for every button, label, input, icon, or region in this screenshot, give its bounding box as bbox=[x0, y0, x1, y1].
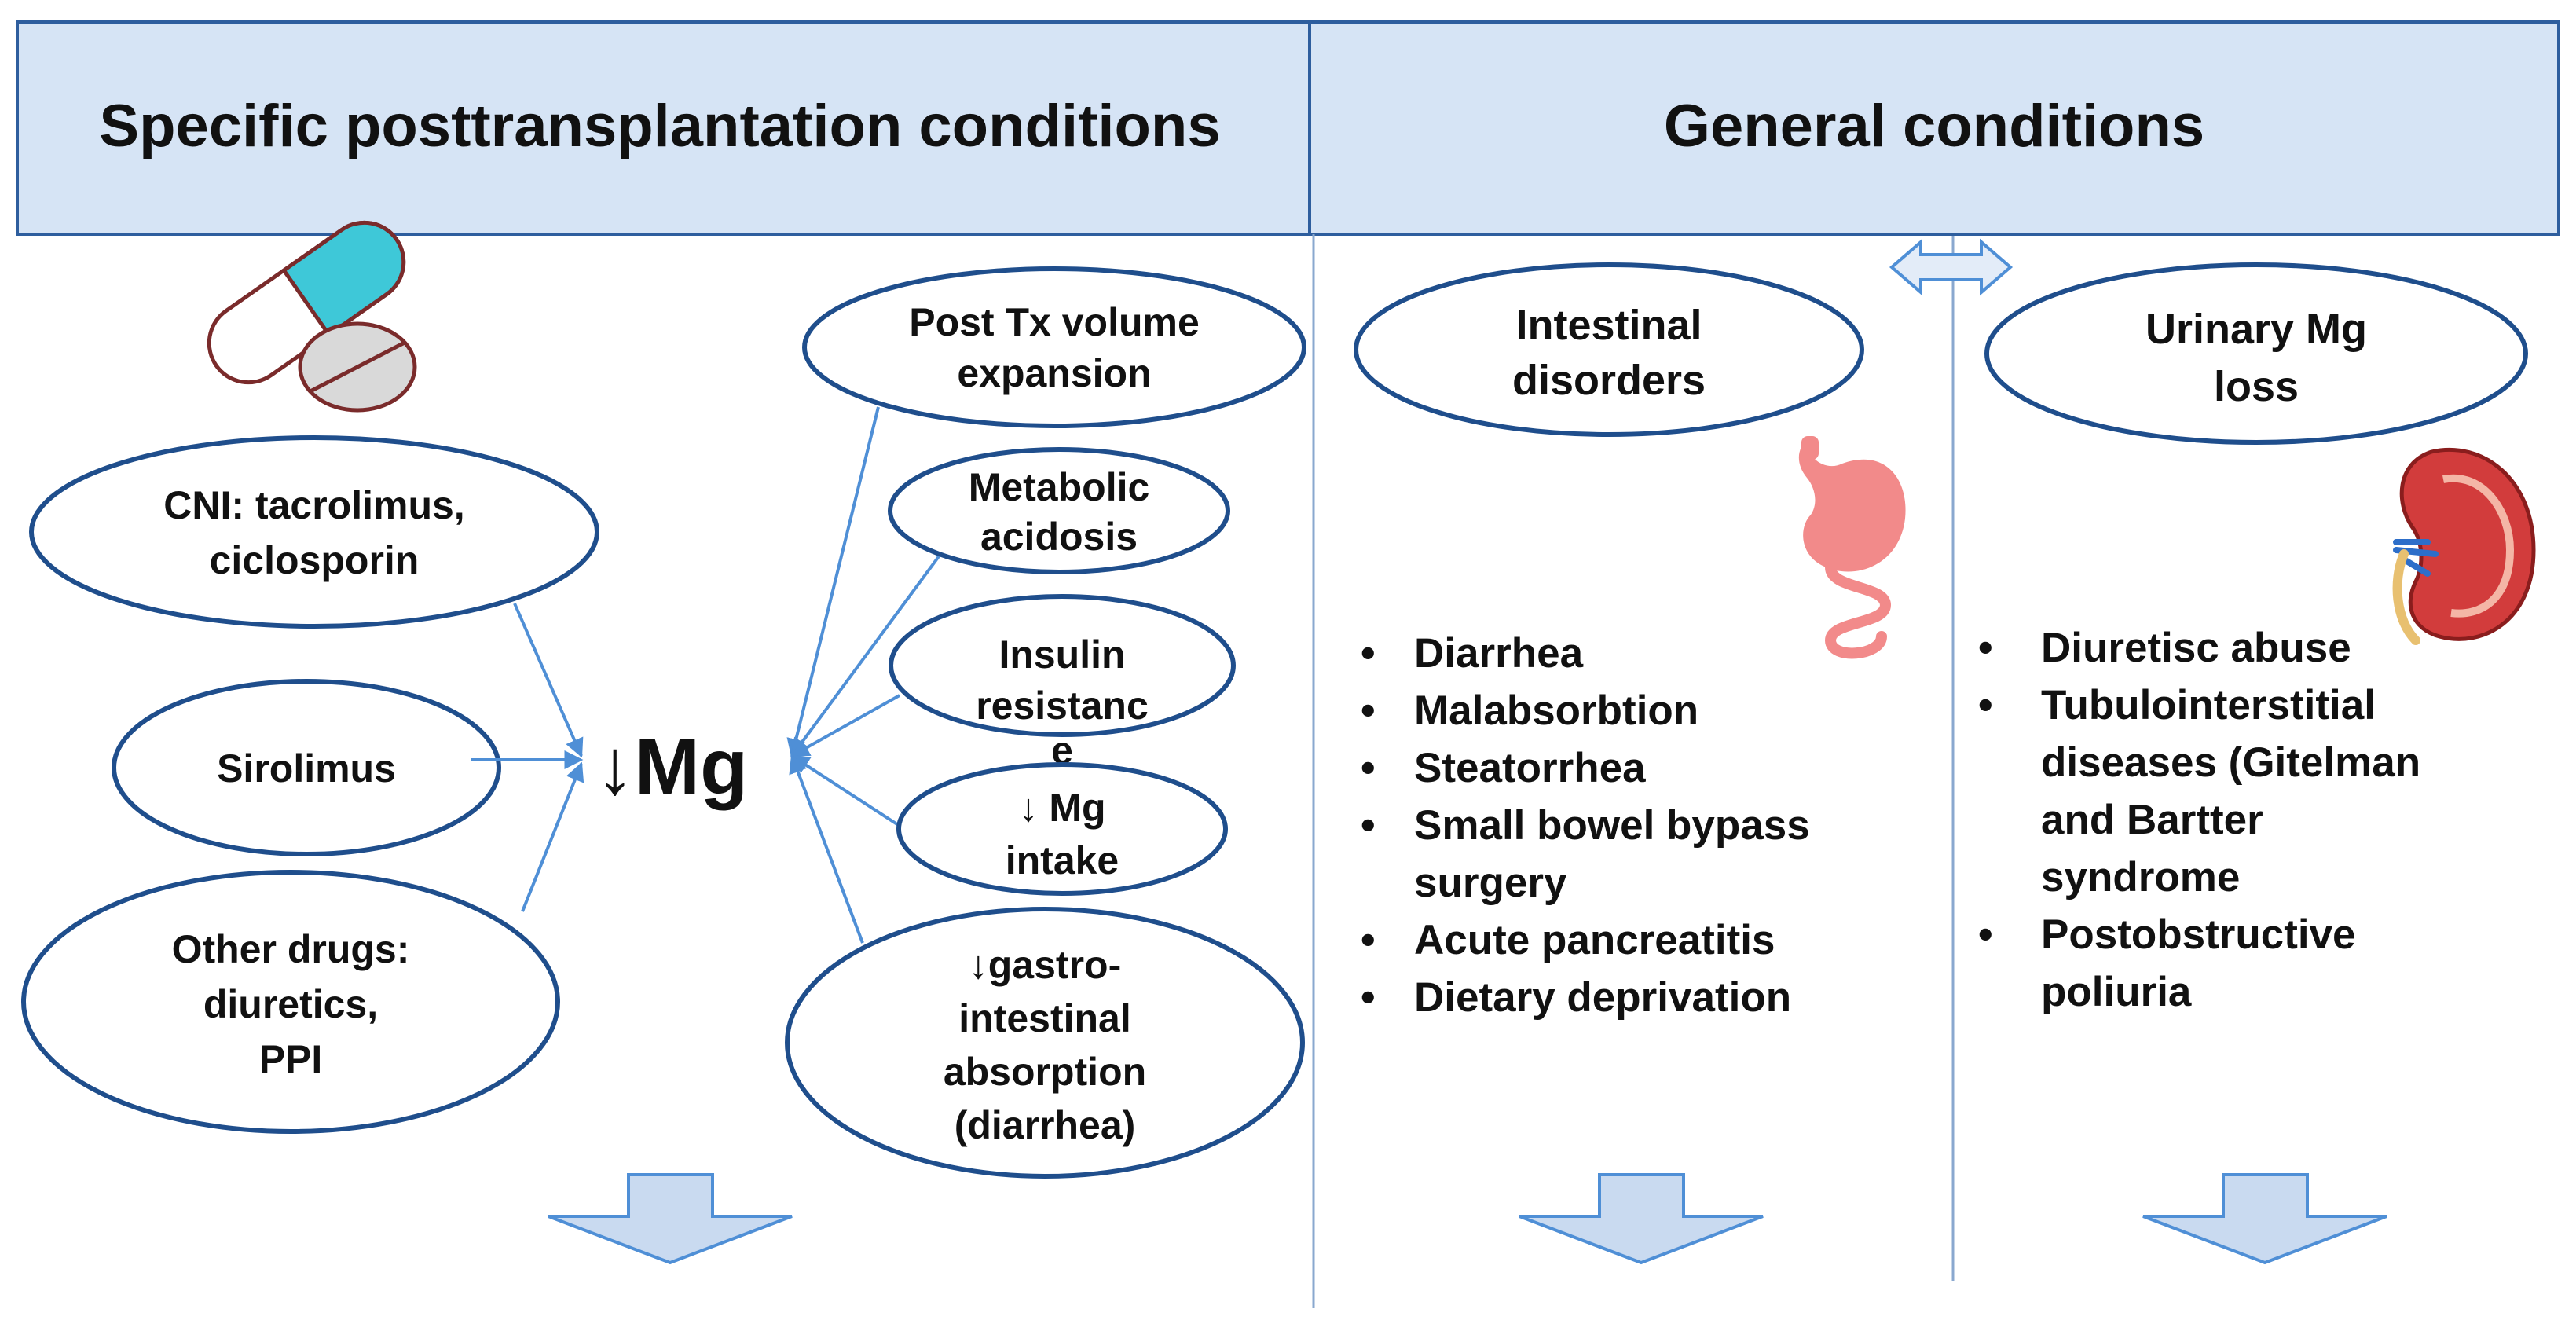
bullet-dot: • bbox=[1361, 745, 1376, 791]
down-arrow-icon bbox=[1519, 1173, 1764, 1265]
urinary-title-line-2: loss bbox=[2214, 363, 2299, 410]
left-node-cni-line-2: ciclosporin bbox=[210, 538, 420, 582]
bullet-dot: • bbox=[1361, 974, 1376, 1021]
arrow-absorption-to-mg bbox=[789, 754, 864, 944]
right-node-absorption-line-3: absorption bbox=[944, 1050, 1146, 1094]
left-header-title: Specific posttransplantation conditions bbox=[99, 93, 1220, 160]
header-band bbox=[16, 20, 2560, 236]
left-node-other-drugs-line-3: PPI bbox=[259, 1037, 323, 1081]
bullet-dot: • bbox=[1978, 911, 1993, 958]
kidney-icon bbox=[2392, 447, 2536, 645]
right-node-intake bbox=[896, 762, 1228, 896]
bullet-dot: • bbox=[1361, 630, 1376, 677]
intestinal-bullet-2: Malabsorbtion bbox=[1414, 688, 1698, 734]
right-node-volume bbox=[802, 266, 1306, 428]
right-node-intake-line-2: intake bbox=[1006, 838, 1119, 882]
right-node-acidosis-line-1: Metabolic bbox=[969, 465, 1150, 509]
urinary-title-line-1: Urinary Mg bbox=[2145, 306, 2367, 353]
urinary-bullet-3-line-2: poliuria bbox=[2041, 969, 2192, 1015]
left-node-cni-line-1: CNI: tacrolimus, bbox=[163, 483, 464, 527]
arrow-insulin-to-mg bbox=[790, 694, 900, 757]
right-node-acidosis-line-2: acidosis bbox=[980, 515, 1138, 559]
arrow-acidosis-to-mg bbox=[790, 552, 943, 757]
right-node-volume-line-1: Post Tx volume bbox=[909, 300, 1200, 344]
left-node-cni bbox=[29, 435, 599, 629]
bullet-dot: • bbox=[1978, 625, 1993, 671]
intestinal-title-node bbox=[1354, 262, 1864, 437]
right-node-insulin-line-1: Insulin bbox=[999, 633, 1125, 677]
bullet-dot: • bbox=[1978, 682, 1993, 728]
bullet-dot: • bbox=[1361, 917, 1376, 963]
arrow-volume-to-mg bbox=[786, 406, 880, 758]
center-mg-label: ↓Mg bbox=[595, 723, 748, 811]
arrow-other-drugs-to-mg bbox=[521, 761, 584, 912]
urinary-bullet-2-line-3: and Bartter bbox=[2041, 797, 2263, 843]
intestinal-bullet-4-line-2: surgery bbox=[1414, 860, 1567, 906]
right-header-title: General conditions bbox=[1664, 93, 2204, 160]
stomach-icon bbox=[1798, 436, 1906, 659]
right-node-insulin bbox=[889, 594, 1236, 737]
arrow-cni-to-mg bbox=[513, 603, 584, 758]
left-node-sirolimus bbox=[112, 679, 501, 856]
intestinal-bullet-5: Acute pancreatitis bbox=[1414, 917, 1775, 963]
right-node-absorption-line-1: ↓gastro- bbox=[969, 943, 1121, 987]
tablet-icon bbox=[298, 321, 417, 413]
intestinal-title-line-1: Intestinal bbox=[1515, 302, 1702, 349]
urinary-bullet-2-line-1: Tubulointerstitial bbox=[2041, 682, 2376, 728]
urinary-title-node bbox=[1984, 262, 2528, 445]
bullet-dot: • bbox=[1361, 802, 1376, 849]
pill-capsule-icon bbox=[207, 220, 406, 385]
down-arrow-icon bbox=[2142, 1173, 2387, 1265]
right-node-intake-line-1: ↓ Mg bbox=[1018, 786, 1105, 830]
right-node-absorption-line-2: intestinal bbox=[958, 996, 1130, 1040]
intestinal-bullet-3: Steatorrhea bbox=[1414, 745, 1646, 791]
left-node-sirolimus-line-1: Sirolimus bbox=[217, 746, 396, 790]
left-node-other-drugs-line-2: diuretics, bbox=[203, 982, 378, 1026]
left-node-other-drugs-line-1: Other drugs: bbox=[172, 927, 410, 971]
urinary-bullet-list: • Diuretisc abuse • Tubulointerstitial d… bbox=[1978, 625, 2420, 1015]
urinary-bullet-2-line-2: diseases (Gitelman bbox=[2041, 739, 2420, 786]
left-node-other-drugs bbox=[21, 870, 560, 1134]
right-node-acidosis bbox=[888, 447, 1230, 574]
urinary-bullet-3-line-1: Postobstructive bbox=[2041, 911, 2356, 958]
right-node-insulin-line-2: resistanc bbox=[976, 684, 1149, 728]
right-node-absorption bbox=[785, 907, 1305, 1179]
intestinal-bullet-6: Dietary deprivation bbox=[1414, 974, 1791, 1021]
bullet-dot: • bbox=[1361, 688, 1376, 734]
arrow-intake-to-mg bbox=[790, 754, 903, 829]
intestinal-title-line-2: disorders bbox=[1512, 357, 1706, 404]
right-node-volume-line-2: expansion bbox=[957, 351, 1151, 395]
intestinal-bullet-4-line-1: Small bowel bypass bbox=[1414, 802, 1810, 849]
double-arrow-icon bbox=[1889, 238, 2014, 296]
urinary-bullet-2-line-4: syndrome bbox=[2041, 854, 2240, 900]
intestinal-bullet-1: Diarrhea bbox=[1414, 630, 1584, 677]
down-arrow-icon bbox=[548, 1173, 793, 1265]
intestinal-bullet-list: • Diarrhea • Malabsorbtion • Steatorrhea… bbox=[1361, 630, 1810, 1021]
urinary-bullet-1: Diuretisc abuse bbox=[2041, 625, 2351, 671]
right-node-absorption-line-4: (diarrhea) bbox=[955, 1103, 1136, 1147]
